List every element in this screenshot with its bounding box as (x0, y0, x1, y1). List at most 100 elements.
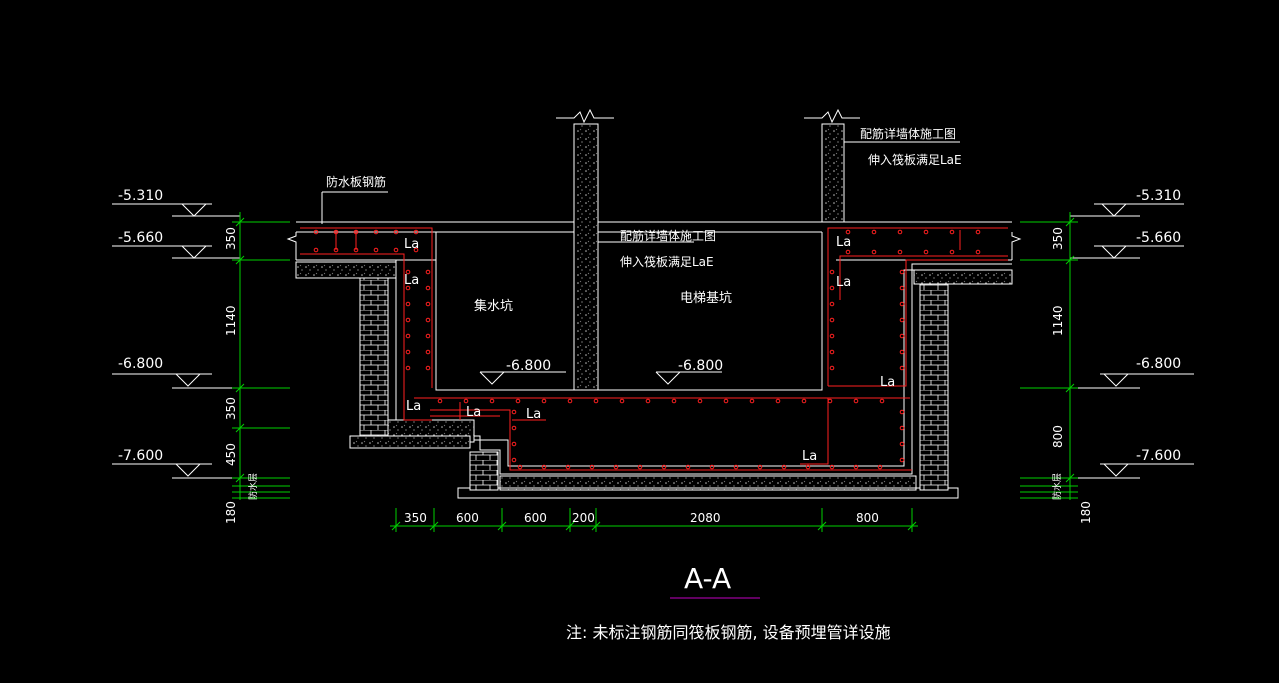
rebar-dot (671, 398, 677, 404)
dim-bottom-600b: 600 (524, 511, 547, 525)
right-dimension-chain: 350 1140 800 180 防水层 (1020, 212, 1093, 524)
la-label: La (836, 235, 851, 250)
rebar-dot (589, 464, 595, 470)
level-mark (479, 371, 566, 385)
level-pit-left: -6.800 (118, 356, 163, 372)
rebar-dot (413, 247, 419, 253)
rebar-dot (637, 464, 643, 470)
dim-bottom-200: 200 (572, 511, 595, 525)
rebar-dot (899, 301, 905, 307)
wall-rebar-note-2: 伸入筏板满足LaE (620, 255, 714, 269)
pit-inner-outline (435, 232, 823, 391)
rebar-dot (879, 398, 885, 404)
rebar-dot (757, 464, 763, 470)
la-label: La (406, 399, 421, 414)
dim-left-350b: 350 (224, 397, 238, 420)
rebar-dot (923, 229, 929, 235)
la-label: La (466, 405, 481, 420)
rebar-dot (829, 269, 835, 275)
rebar-dot (899, 285, 905, 291)
rebar-dot (749, 398, 755, 404)
level-bottom-left: -7.600 (118, 448, 163, 464)
rebar-dot (829, 301, 835, 307)
cushion-layers (295, 261, 1013, 499)
dim-right-1140: 1140 (1051, 305, 1065, 336)
rebar-dot (313, 247, 319, 253)
level-slab-left: -5.660 (118, 230, 163, 246)
rebar-dot (899, 269, 905, 275)
sump-floor-level: -6.800 (506, 358, 551, 374)
rebar-dot (829, 349, 835, 355)
rebar-dot (899, 441, 905, 447)
rebar-dot (899, 333, 905, 339)
rebar-dot (899, 425, 905, 431)
rebar-dot (923, 249, 929, 255)
rebar-dot (565, 464, 571, 470)
cushion-layer-right: 防水层 (1051, 473, 1063, 500)
rebar-dot (511, 425, 517, 431)
dim-bottom-350: 350 (404, 511, 427, 525)
rebar-dot (661, 464, 667, 470)
la-label: La (526, 407, 541, 422)
elevator-floor-level: -6.800 (678, 358, 723, 374)
rebar-dot (425, 285, 431, 291)
rebar-dot (949, 249, 955, 255)
rebar-dot (425, 349, 431, 355)
rebar-dot (877, 464, 883, 470)
rebar-dot (897, 229, 903, 235)
level-top-right: -5.310 (1136, 188, 1181, 204)
rebar-dot (709, 464, 715, 470)
section-note: 注: 未标注钢筋同筏板钢筋, 设备预埋管详设施 (566, 623, 891, 642)
rebar-dot (871, 229, 877, 235)
leader-annotations: 防水板钢筋 配筋详墙体施工图 伸入筏板满足LaE 配筋详墙体施工图 伸入筏板满足… (321, 126, 962, 269)
rebar-dot (829, 317, 835, 323)
brick-walls (359, 277, 949, 491)
rebar-dot (405, 285, 411, 291)
wall-rebar-note-right-1: 配筋详墙体施工图 (860, 126, 956, 141)
dim-left-1140: 1140 (224, 305, 238, 336)
rebar-dot (425, 301, 431, 307)
rebar-dot (463, 398, 469, 404)
rebar-dot (393, 229, 399, 235)
rebar-dot (373, 247, 379, 253)
level-bottom-right: -7.600 (1136, 448, 1181, 464)
rebar-dot (373, 229, 379, 235)
rebar-dot (775, 398, 781, 404)
section-title-block: A-A 注: 未标注钢筋同筏板钢筋, 设备预埋管详设施 (566, 562, 891, 642)
rebar-dot (405, 349, 411, 355)
wall-rebar-note-1: 配筋详墙体施工图 (620, 228, 716, 243)
rebar-dot (845, 229, 851, 235)
la-labels: La La La La La La La La La (404, 235, 895, 464)
dim-right-800: 800 (1051, 425, 1065, 448)
rebar-dot (517, 464, 523, 470)
rebar-dot (511, 441, 517, 447)
sump-pit-label: 集水坑 (474, 298, 513, 314)
level-pit-right: -6.800 (1136, 356, 1181, 372)
dim-right-350: 350 (1051, 227, 1065, 250)
rebar-dot (949, 229, 955, 235)
rebar-dot (511, 457, 517, 463)
rebar-dot (613, 464, 619, 470)
rebar-dot (515, 398, 521, 404)
rebar-dot (781, 464, 787, 470)
rebar-dot (567, 398, 573, 404)
rebar-dot (853, 398, 859, 404)
rebar-dot (829, 285, 835, 291)
right-levels: -5.310 -5.660 -6.800 -7.600 (1070, 188, 1194, 479)
cushion-layer-left: 防水层 (247, 473, 259, 500)
section-title: A-A (684, 562, 731, 595)
level-mark (655, 371, 722, 385)
rebar-dot (333, 229, 339, 235)
rebar-dot (489, 398, 495, 404)
rebar-dot (685, 464, 691, 470)
bottom-dimension-chain: 350 600 600 200 2080 800 (390, 508, 918, 532)
rebar-dot (541, 398, 547, 404)
dim-left-180: 180 (224, 501, 238, 524)
dim-bottom-2080: 2080 (690, 511, 721, 525)
rebar-dot (437, 398, 443, 404)
dim-right-180: 180 (1079, 501, 1093, 524)
rebar-dot (425, 269, 431, 275)
rebar-dot (801, 398, 807, 404)
rebar-dot (697, 398, 703, 404)
